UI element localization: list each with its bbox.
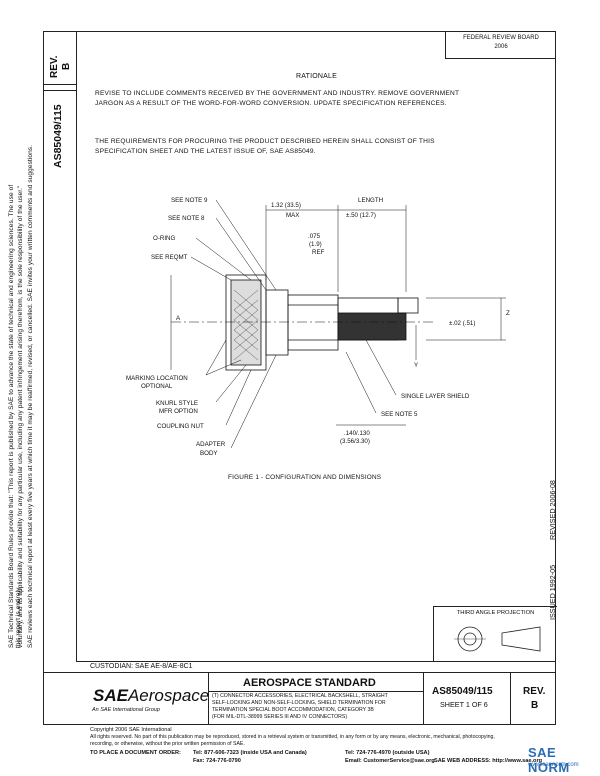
dim-length-tolerance: ±.50 (12.7) — [346, 212, 376, 219]
title-block-divider-2 — [208, 691, 423, 692]
label-see-note-8: SEE NOTE 8 — [168, 215, 205, 222]
dim-ref: REF — [312, 249, 325, 256]
label-see-reqmt: SEE REQMT — [151, 254, 188, 261]
label-adapter-1: ADAPTER — [196, 441, 226, 448]
approval-box: FEDERAL REVIEW BOARD 2006 — [445, 31, 556, 59]
sae-logo: SAEAerospace — [93, 686, 209, 706]
title-rev-value: B — [531, 700, 539, 711]
label-marking-2: OPTIONAL — [141, 383, 173, 390]
requirements-line-2: SPECIFICATION SHEET AND THE LATEST ISSUE… — [95, 148, 316, 155]
title-block-sep-2 — [423, 672, 424, 725]
custodian: CUSTODIAN: SAE AE-8/AE-8C1 — [90, 663, 193, 670]
sae-logo-mark: SAE — [93, 686, 128, 705]
footer-order-label: TO PLACE A DOCUMENT ORDER: — [90, 750, 181, 756]
dim-075: .075 — [308, 233, 321, 240]
dim-length: LENGTH — [358, 197, 383, 204]
footer-tel-2: Tel: 724-776-4970 (outside USA) — [345, 750, 430, 756]
requirements-line-1: THE REQUIREMENTS FOR PROCURING THE PRODU… — [95, 138, 435, 145]
footer-tel: Tel: 877-606-7323 (inside USA and Canada… — [193, 750, 307, 756]
watermark-site: www.saenorm.com — [528, 762, 579, 768]
sheet-number: SHEET 1 OF 6 — [440, 700, 488, 709]
rationale-heading: RATIONALE — [296, 73, 337, 80]
aerospace-standard-title: AEROSPACE STANDARD — [243, 677, 376, 689]
title-doc-number: AS85049/115 — [432, 686, 493, 697]
margin-divider — [43, 90, 76, 91]
label-knurl-1: KNURL STYLE — [156, 400, 198, 407]
desc-line-1: (T) CONNECTOR ACCESSORIES, ELECTRICAL BA… — [212, 693, 388, 699]
revised-date: REVISED 2006-08 — [548, 480, 557, 540]
footer-web: SAE WEB ADDRESS: http://www.sae.org — [434, 758, 543, 764]
dim-02: ±.02 (.51) — [449, 320, 475, 327]
label-coupling-nut: COUPLING NUT — [157, 423, 204, 430]
left-margin-strip — [43, 31, 77, 661]
label-marking-1: MARKING LOCATION — [126, 375, 188, 382]
desc-line-3: TERMINATION SPECIAL BOOT ACCOMMODATION, … — [212, 707, 374, 713]
rationale-line-2: JARGON AS A RESULT OF THE WORD-FOR-WORD … — [95, 100, 447, 107]
footer-fax: Fax: 724-776-0790 — [193, 758, 241, 764]
dim-140-130: .140/.130 — [344, 430, 370, 437]
dim-1-32: 1.32 (33.5) — [271, 202, 301, 209]
title-block-sep-3 — [510, 672, 511, 725]
sae-logo-aerospace: Aerospace — [127, 686, 210, 705]
sae-logo-subtitle: An SAE International Group — [92, 707, 160, 713]
label-adapter-2: BODY — [200, 450, 218, 457]
label-see-note-9: SEE NOTE 9 — [171, 197, 208, 204]
adapter-body-shape — [265, 289, 289, 356]
title-block-divider — [43, 672, 556, 673]
footer-email: Email: CustomerService@sae.org — [345, 758, 435, 764]
dim-a: A — [176, 315, 181, 322]
label-single-layer-shield: SINGLE LAYER SHIELD — [401, 393, 470, 400]
projection-label: THIRD ANGLE PROJECTION — [456, 610, 535, 616]
footer-copyright: Copyright 2006 SAE International — [90, 727, 172, 733]
dim-1-9: (1.9) — [309, 241, 322, 248]
approval-line-1: FEDERAL REVIEW BOARD — [463, 35, 539, 41]
title-block-sep-1 — [208, 672, 209, 725]
dim-y: Y — [414, 362, 418, 369]
watermark-text: SAE NORM — [528, 745, 570, 775]
title-block-top-line — [76, 661, 556, 662]
dim-3-56-3-30: (3.56/3.30) — [340, 438, 370, 445]
approval-line-2: 2006 — [494, 44, 508, 50]
margin-rev-label: REV. — [49, 55, 60, 78]
margin-rev-box — [43, 31, 76, 85]
dim-z: Z — [506, 310, 510, 317]
footer-rights-2: recording, or otherwise, without the pri… — [90, 741, 245, 747]
rationale-line-1: REVISE TO INCLUDE COMMENTS RECEIVED BY T… — [95, 90, 460, 97]
label-see-note-5: SEE NOTE 5 — [381, 411, 418, 418]
desc-line-4: (FOR MIL-DTL-38999 SERIES III AND IV CON… — [212, 714, 348, 720]
dim-max: MAX — [286, 212, 299, 219]
document-description: (T) CONNECTOR ACCESSORIES, ELECTRICAL BA… — [212, 693, 420, 721]
disclaimer-line-2: voluntary, and its applicability and sui… — [17, 185, 24, 648]
disclaimer-line-3: SAE reviews each technical report at lea… — [27, 144, 34, 648]
margin-rev-value: B — [61, 62, 72, 70]
projection-symbol-icon — [454, 626, 541, 652]
figure-caption: FIGURE 1 - CONFIGURATION AND DIMENSIONS — [228, 474, 382, 481]
configuration-drawing: SEE NOTE 9 SEE NOTE 8 O-RING SEE REQMT 1… — [126, 197, 510, 457]
title-rev-label: REV. — [523, 686, 546, 697]
label-o-ring: O-RING — [153, 235, 176, 242]
margin-doc-number: AS85049/115 — [52, 104, 64, 168]
projection-box: THIRD ANGLE PROJECTION — [433, 606, 557, 662]
desc-line-2: SELF-LOCKING AND NON-SELF-LOCKING, SHIEL… — [212, 700, 386, 706]
footer-rights: All rights reserved. No part of this pub… — [90, 734, 495, 740]
sheet-frame — [43, 31, 556, 725]
label-knurl-2: MFR OPTION — [159, 408, 198, 415]
